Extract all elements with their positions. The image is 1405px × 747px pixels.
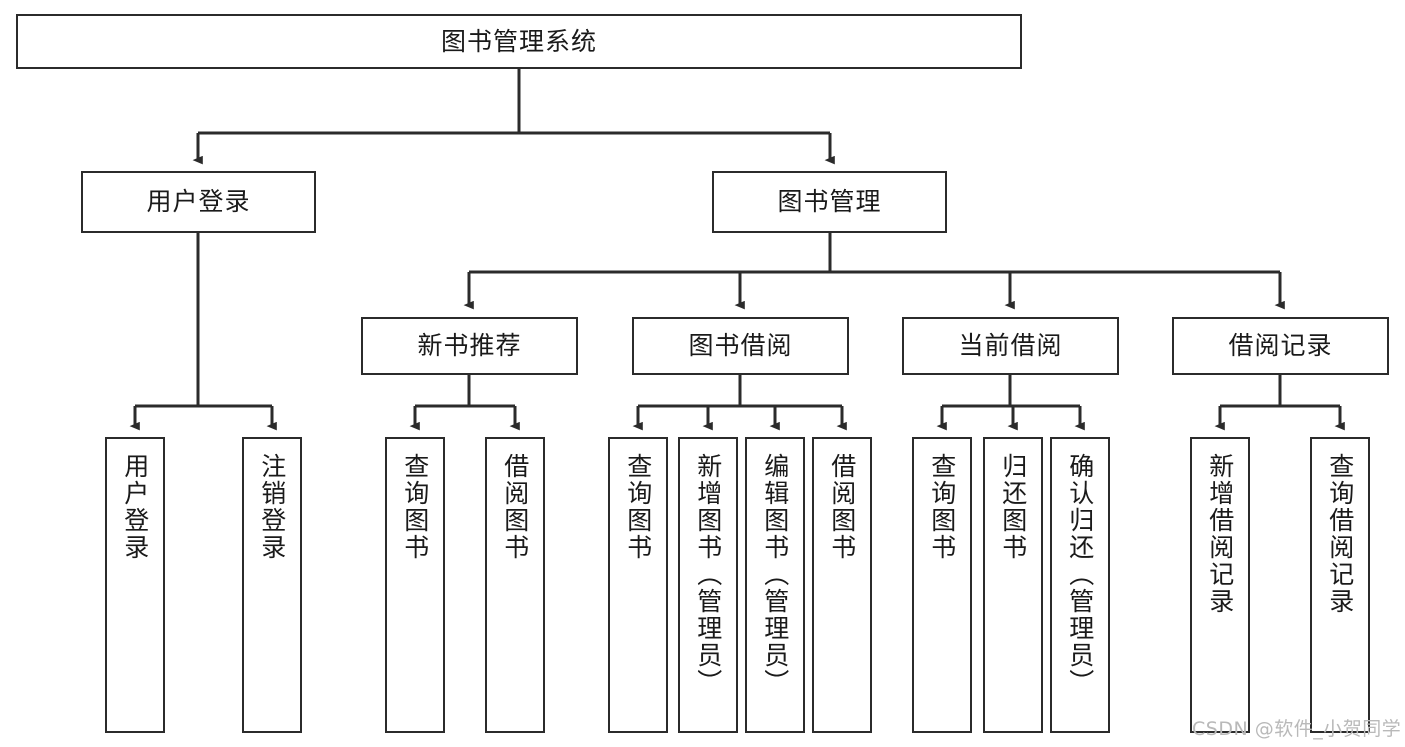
node-user-login[interactable]: 用户登录 [81,171,316,233]
node-leaf-add-book[interactable]: 新增图书（管理员） [678,437,738,733]
node-label: 图书管理 [777,187,882,217]
node-label: 新增借阅记录 [1205,453,1235,615]
node-leaf-confirm-return[interactable]: 确认归还（管理员） [1050,437,1110,733]
node-label: 当前借阅 [958,331,1063,361]
node-label: 查询图书 [927,453,957,561]
node-leaf-query-book-rec[interactable]: 查询图书 [385,437,445,733]
node-book-borrow[interactable]: 图书借阅 [632,317,849,375]
node-leaf-borrow-book[interactable]: 借阅图书 [812,437,872,733]
node-leaf-user-logout[interactable]: 注销登录 [242,437,302,733]
node-label: 新增图书（管理员） [693,453,723,696]
node-root-system[interactable]: 图书管理系统 [16,14,1022,69]
node-label: 图书管理系统 [440,26,597,56]
node-label: 用户登录 [146,187,251,217]
node-label: 查询图书 [623,453,653,561]
node-label: 查询借阅记录 [1325,453,1355,615]
node-leaf-add-record[interactable]: 新增借阅记录 [1190,437,1250,733]
node-book-manage[interactable]: 图书管理 [712,171,947,233]
node-leaf-borrow-book-rec[interactable]: 借阅图书 [485,437,545,733]
node-leaf-user-login[interactable]: 用户登录 [105,437,165,733]
node-label: 借阅图书 [500,453,530,561]
node-leaf-query-record[interactable]: 查询借阅记录 [1310,437,1370,733]
node-label: 归还图书 [998,453,1028,561]
node-current-borrow[interactable]: 当前借阅 [902,317,1119,375]
csdn-watermark: CSDN @软件_小贺同学 [1192,718,1402,740]
node-label: 确认归还（管理员） [1065,453,1095,696]
node-leaf-query-book-borrow[interactable]: 查询图书 [608,437,668,733]
node-label: 查询图书 [400,453,430,561]
node-leaf-query-book-cur[interactable]: 查询图书 [912,437,972,733]
node-label: 编辑图书（管理员） [760,453,790,696]
node-label: 借阅图书 [827,453,857,561]
node-label: 借阅记录 [1228,331,1333,361]
node-label: 用户登录 [120,453,150,561]
node-leaf-edit-book[interactable]: 编辑图书（管理员） [745,437,805,733]
node-new-book-rec[interactable]: 新书推荐 [361,317,578,375]
node-leaf-return-book[interactable]: 归还图书 [983,437,1043,733]
node-label: 新书推荐 [417,331,522,361]
node-label: 图书借阅 [688,331,793,361]
node-borrow-record[interactable]: 借阅记录 [1172,317,1389,375]
node-label: 注销登录 [257,453,287,561]
